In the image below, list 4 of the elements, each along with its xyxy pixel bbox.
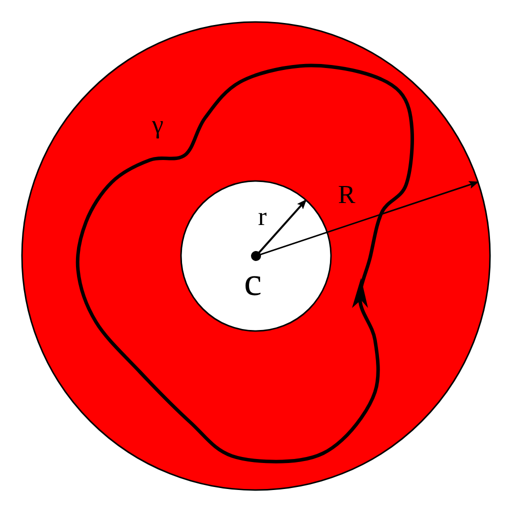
gamma-label: γ — [152, 112, 164, 138]
radius-label: r — [258, 204, 267, 230]
center-label: c — [244, 262, 262, 302]
radius-label: R — [338, 182, 356, 208]
